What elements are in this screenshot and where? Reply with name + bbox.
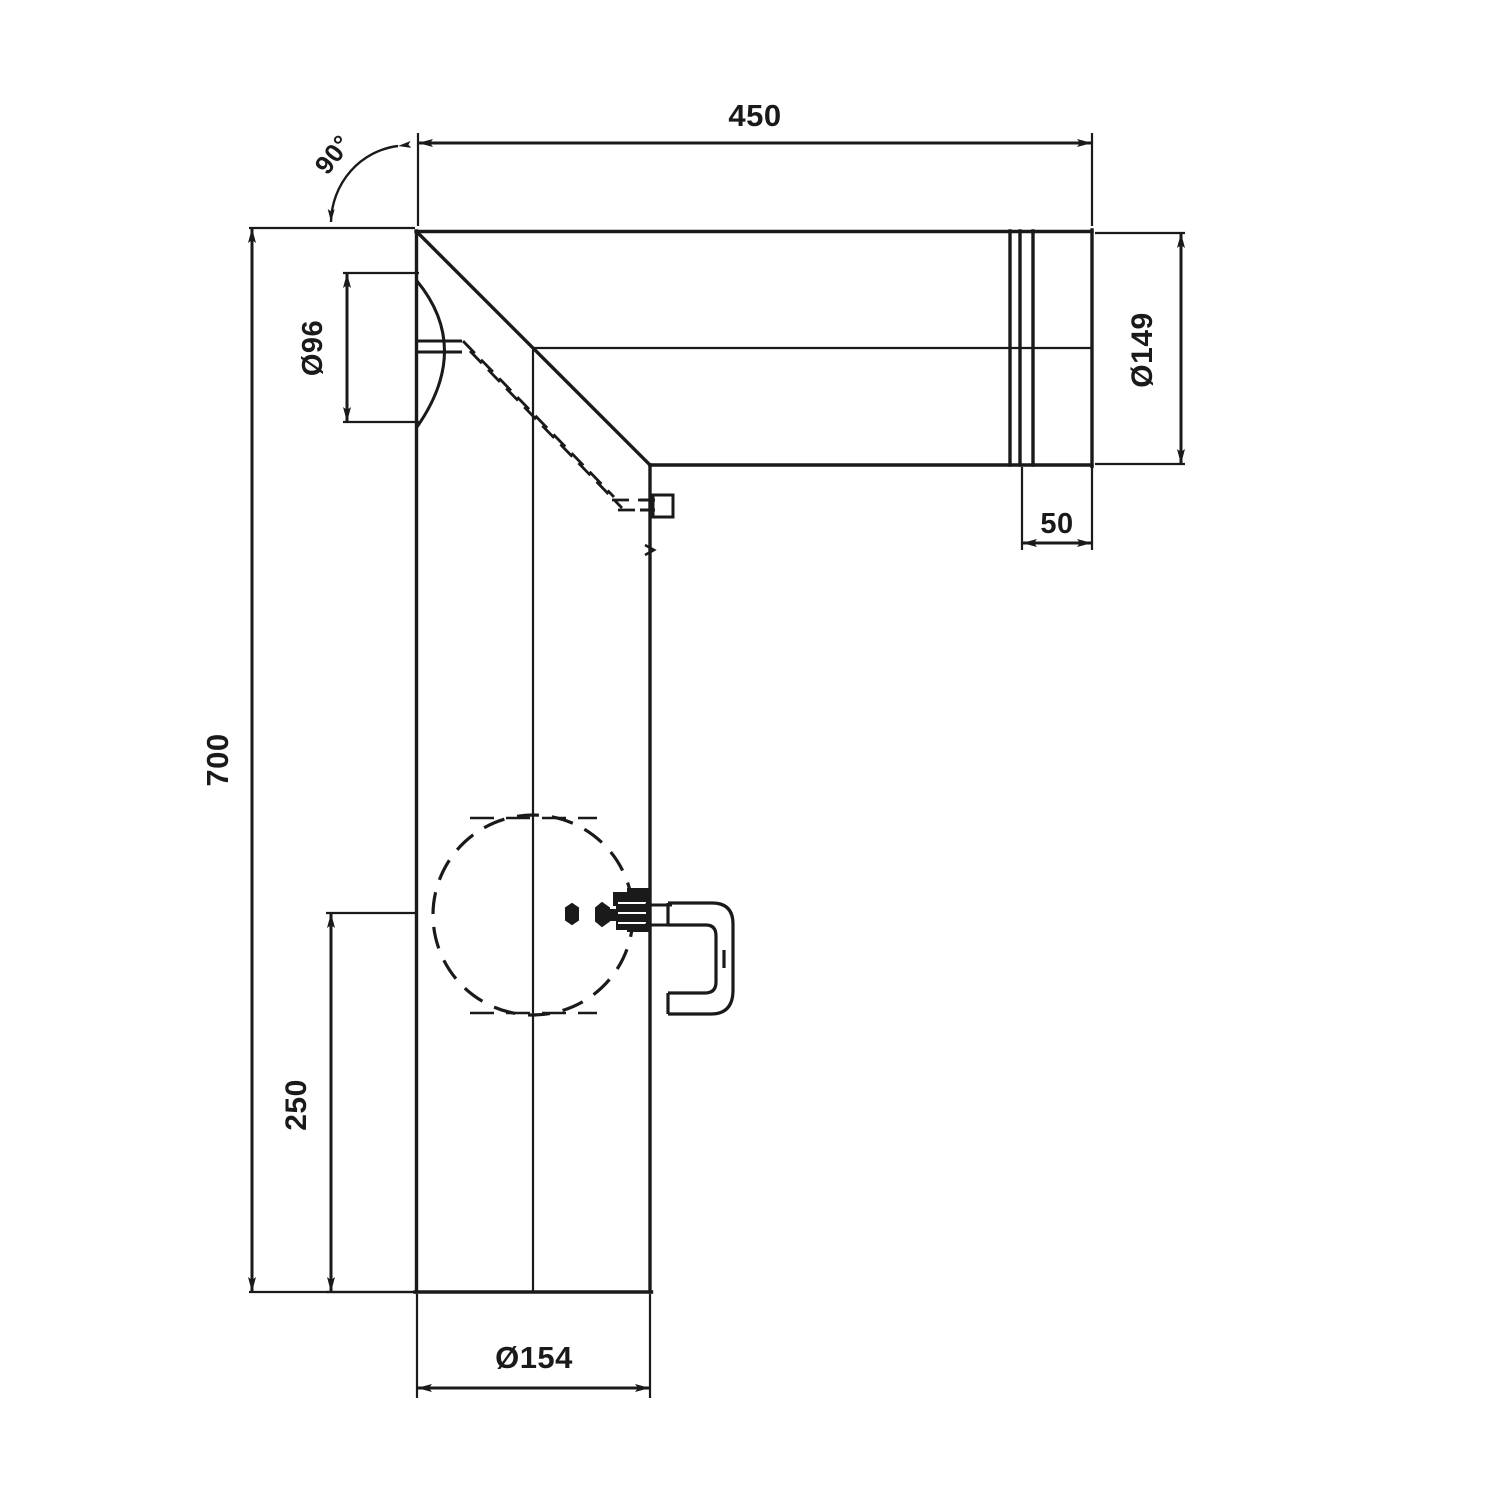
pipe-centre-lines — [531, 346, 1092, 1292]
dimension-96-group — [343, 271, 419, 424]
dimension-90deg-group — [327, 140, 412, 223]
dimension-50-label: 50 — [1040, 508, 1073, 540]
baffle-pivot-tick — [644, 543, 657, 557]
pipe-body-outline — [413, 228, 1094, 1294]
latch-mechanism-detail-lines — [618, 902, 646, 924]
inspection-opening-arc — [415, 280, 446, 428]
internal-baffle-dashed — [461, 340, 653, 512]
inspection-opening-group — [415, 280, 462, 428]
dimension-250-group — [326, 911, 417, 1294]
hex-nut-outer-icon — [565, 902, 579, 926]
inspection-hatch-cross-marks — [470, 816, 597, 1015]
handle-inner-profile — [668, 923, 718, 995]
dimension-96-label: Ø96 — [297, 320, 329, 376]
dimension-700-label: 700 — [200, 733, 235, 786]
dimension-149-label: Ø149 — [1126, 312, 1159, 387]
dimension-450-label: 450 — [728, 98, 781, 133]
dimension-149-group — [1095, 231, 1185, 466]
dimension-154-group — [415, 1294, 652, 1398]
dimension-154-label: Ø154 — [495, 1340, 573, 1375]
latch-washer-plate — [627, 888, 651, 932]
latch-mechanism-group — [565, 888, 651, 932]
baffle-upper-edge — [461, 340, 616, 498]
operating-handle-group — [666, 901, 735, 1016]
handle-outer-profile — [668, 901, 735, 1016]
baffle-lower-edge — [468, 350, 624, 509]
baffle-stub-rect — [651, 493, 675, 519]
dimension-450-group — [416, 133, 1094, 226]
hex-nut-mid-icon — [595, 901, 610, 928]
dim-90deg-arc — [327, 140, 412, 223]
dimension-250-label: 250 — [280, 1079, 313, 1131]
baffle-stub-group — [640, 493, 675, 519]
dimension-50-group — [1020, 467, 1094, 550]
